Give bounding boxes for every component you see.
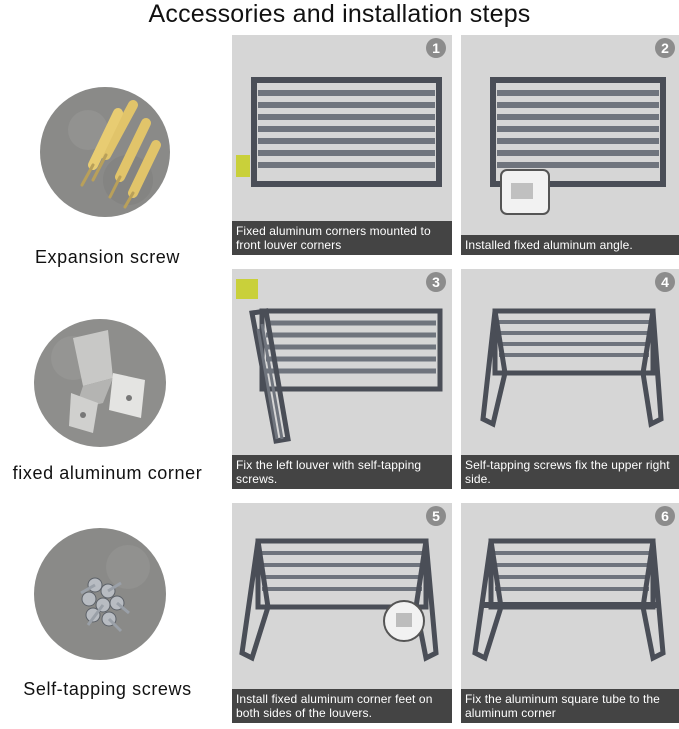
louver-panel-front-icon — [236, 77, 442, 187]
step-caption: Install fixed aluminum corner feet on bo… — [232, 689, 452, 723]
step-number-badge: 2 — [655, 38, 675, 58]
step-number-badge: 6 — [655, 506, 675, 526]
step-5-panel: 5 Install fixed aluminum corner feet on … — [232, 503, 452, 723]
louver-box-feet-icon — [239, 538, 439, 662]
step-3-panel: 3 Fix the left louver with self-tapping … — [232, 269, 452, 489]
louver-left-side-icon — [236, 279, 443, 444]
page-title: Accessories and installation steps — [148, 0, 531, 28]
louver-panel-corner-icon — [490, 77, 666, 215]
step-4-panel: 4 Self-tapping screws fix the upper righ… — [461, 269, 679, 489]
step-caption: Self-tapping screws fix the upper right … — [461, 455, 679, 489]
accessory-label: Self-tapping screws — [23, 679, 192, 699]
step-caption: Fix the left louver with self-tapping sc… — [232, 455, 452, 489]
step-caption: Fixed aluminum corners mounted to front … — [232, 221, 452, 255]
aluminum-corner-photo-icon — [34, 319, 166, 447]
step-caption: Installed fixed aluminum angle. — [461, 235, 679, 255]
step-number-badge: 4 — [655, 272, 675, 292]
accessory-expansion-screw: Expansion screw — [0, 85, 215, 275]
louver-box-complete-icon — [472, 538, 666, 662]
step-number-badge: 3 — [426, 272, 446, 292]
step-1-panel: 1 Fixed aluminum corners mounted to fron… — [232, 35, 452, 255]
step-number-badge: 1 — [426, 38, 446, 58]
step-6-panel: 6 Fix the aluminum square tube to the al… — [461, 503, 679, 723]
step-caption: Fix the aluminum square tube to the alum… — [461, 689, 679, 723]
step-2-panel: 2 Installed fixed aluminum angle. — [461, 35, 679, 255]
accessory-label: fixed aluminum corner — [12, 463, 203, 483]
accessory-aluminum-corner: fixed aluminum corner — [0, 318, 215, 488]
self-tapping-screws-photo-icon — [34, 528, 166, 660]
louver-box-frame-icon — [480, 308, 664, 428]
expansion-screws-photo-icon — [40, 87, 170, 217]
step-number-badge: 5 — [426, 506, 446, 526]
accessory-self-tapping-screws: Self-tapping screws — [0, 527, 215, 702]
accessory-label: Expansion screw — [34, 247, 181, 267]
